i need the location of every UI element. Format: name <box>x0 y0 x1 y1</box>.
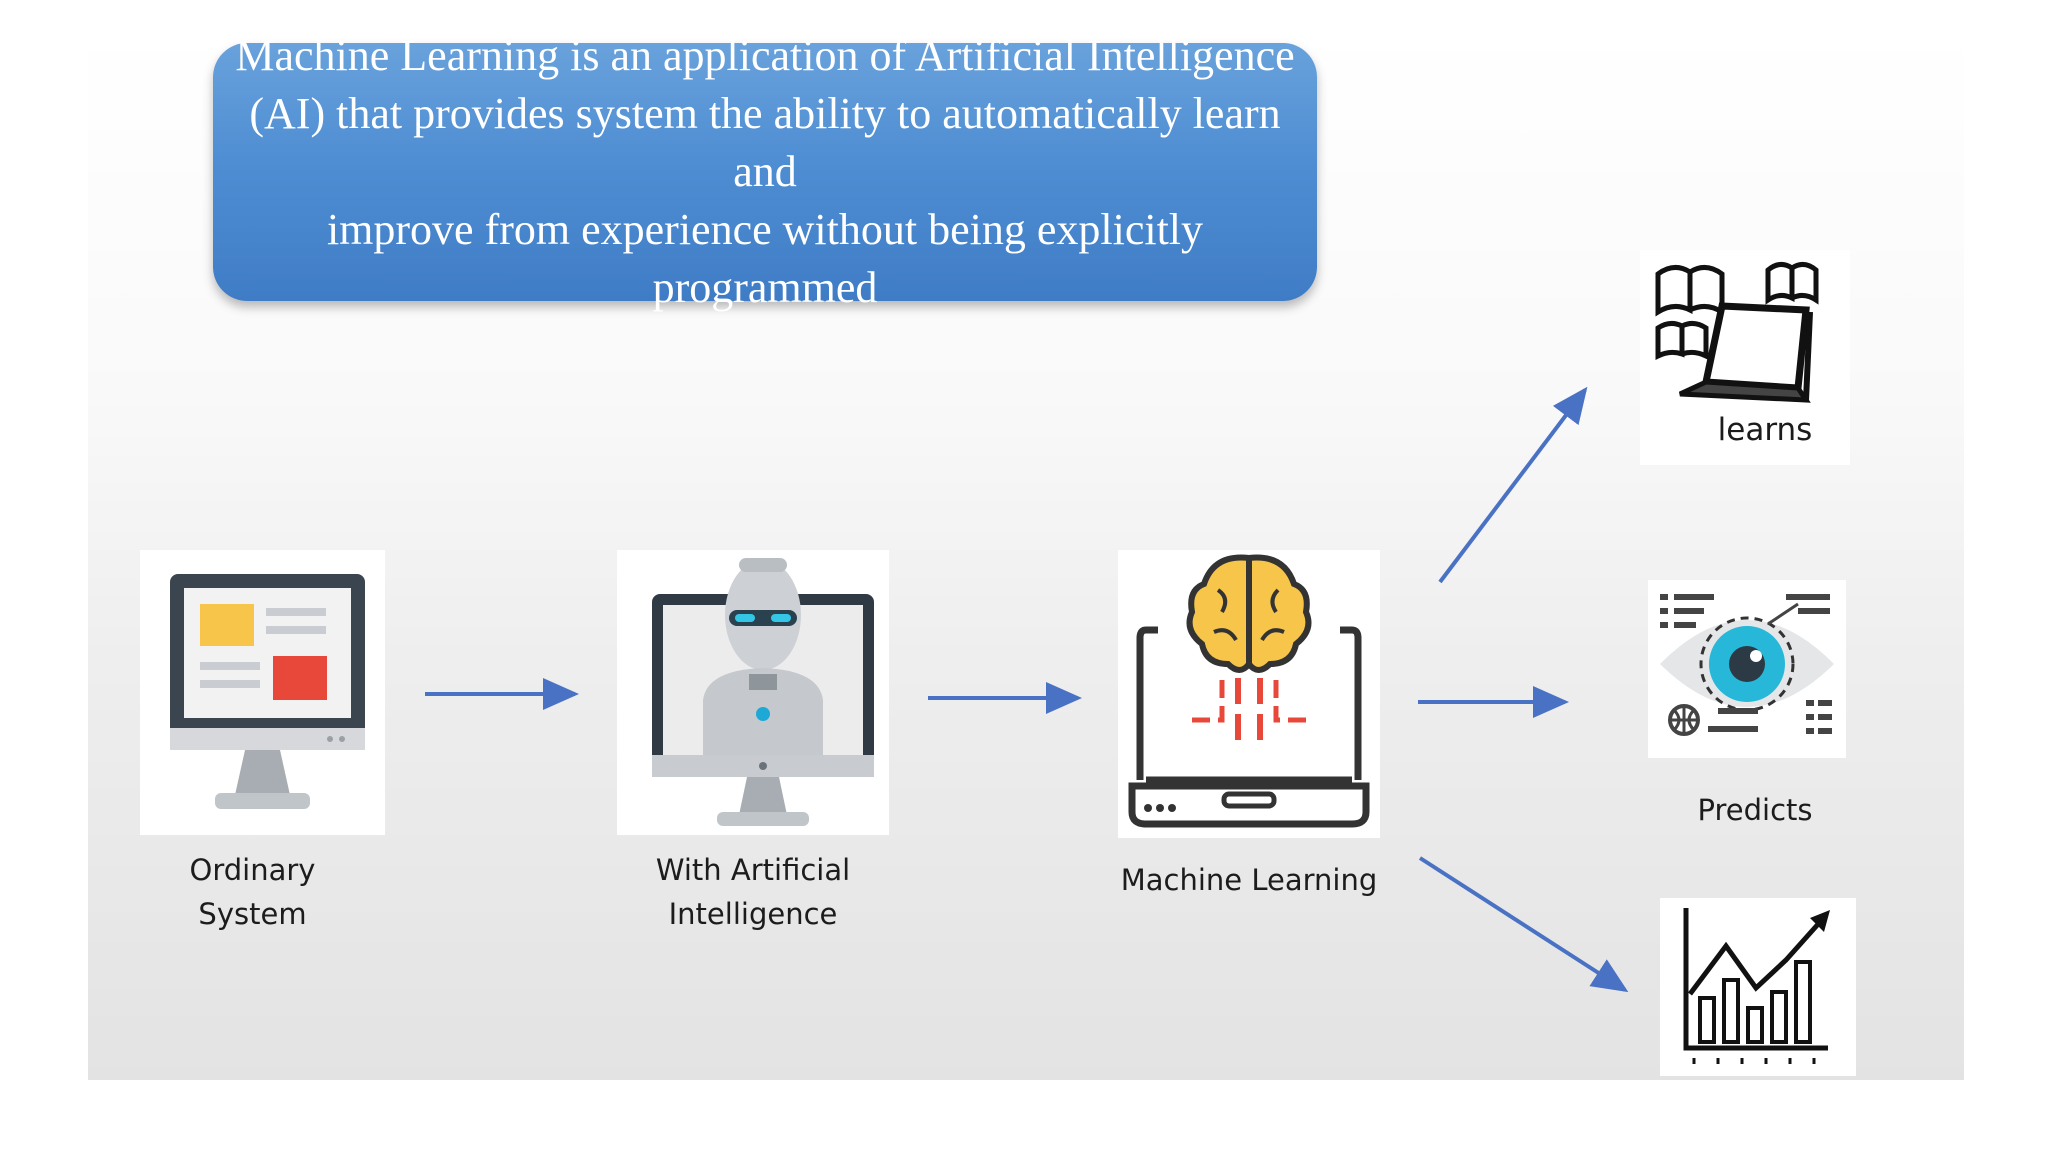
label-ordinary-system: Ordinary System <box>189 853 316 931</box>
books-laptop-icon <box>1640 250 1850 465</box>
definition-line-2: (AI) that provides system the ability to… <box>249 89 1281 196</box>
definition-line-3: improve from experience without being ex… <box>326 205 1204 312</box>
definition-banner: Machine Learning is an application of Ar… <box>213 31 1317 312</box>
brain-laptop-icon <box>1118 550 1380 838</box>
label-machine-learning: Machine Learning <box>1120 863 1378 897</box>
label-predicts: Predicts <box>1697 793 1813 827</box>
label-ai-line-1: With Artificial <box>655 853 851 887</box>
monitor-icon <box>140 550 385 835</box>
eye-icon <box>1648 580 1846 758</box>
growth-chart-icon <box>1660 898 1856 1076</box>
robot-monitor-icon <box>617 550 889 835</box>
label-learns: learns <box>1717 412 1813 448</box>
definition-line-1: Machine Learning is an application of Ar… <box>235 31 1295 80</box>
label-ai-line-2: Intelligence <box>668 897 838 931</box>
